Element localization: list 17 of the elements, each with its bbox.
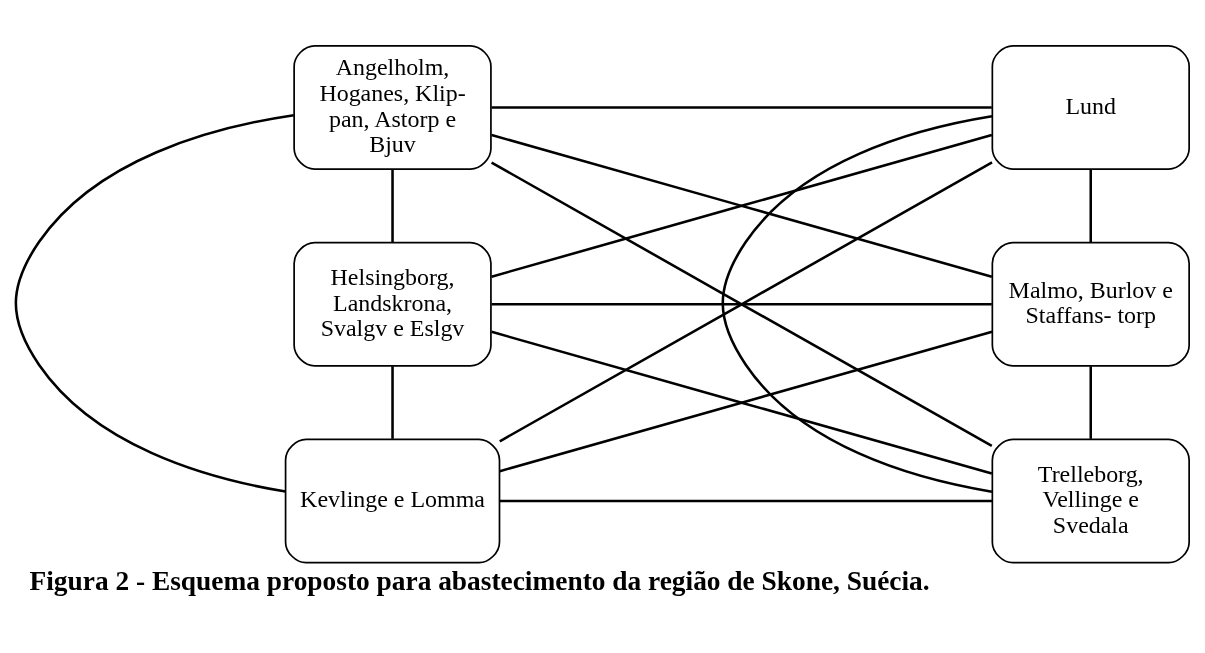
connector xyxy=(1089,366,1093,439)
connector xyxy=(391,366,394,439)
node-box: Helsingborg, Landskrona, Svalgv e Eslgv xyxy=(293,241,492,367)
caption: Figura 2 - Esquema proposto para abastecimento da região de Skone, Suécia. xyxy=(29,565,930,596)
connector xyxy=(391,169,394,242)
connector xyxy=(14,113,294,493)
node-box: Angelholm, Hoganes, Klip- pan, Astorp e Bjuv xyxy=(293,45,492,170)
node-box: Malmo, Burlov e Staffans- torp xyxy=(991,241,1190,367)
node-box: Lund xyxy=(991,45,1190,170)
connector xyxy=(491,302,992,306)
connector xyxy=(491,106,992,109)
node-box: Kevlinge e Lomma xyxy=(284,438,501,564)
connector xyxy=(721,115,993,493)
node-box: Trelleborg, Vellinge e Svedala xyxy=(991,438,1190,564)
connector xyxy=(1089,169,1093,242)
connector xyxy=(499,499,993,503)
connector xyxy=(491,133,993,278)
